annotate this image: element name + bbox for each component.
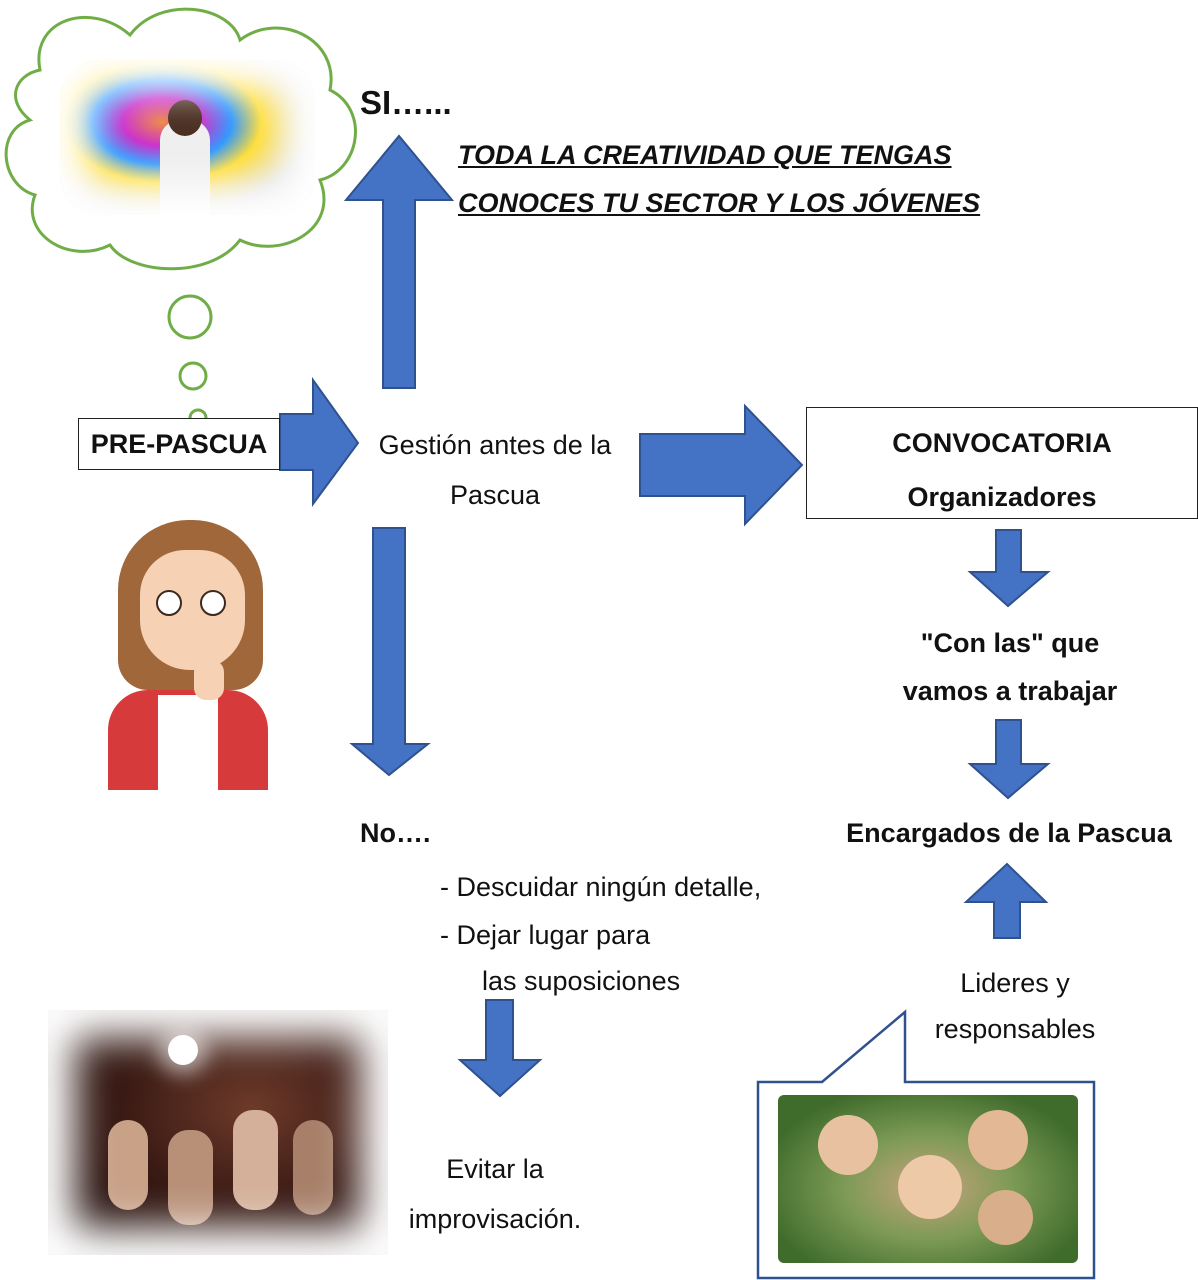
con-las-line2: vamos a trabajar [902, 676, 1118, 706]
arrow-right-convocatoria [639, 403, 804, 527]
conoces-line: CONOCES TU SECTOR Y LOS JÓVENES [458, 188, 981, 218]
encargados-label: Encargados de la Pascua [846, 818, 1172, 848]
arrow-down-encargados [967, 719, 1051, 800]
thought-bubble-large [167, 294, 213, 340]
convocatoria-label: CONVOCATORIA [892, 428, 1112, 458]
arrow-down-no [349, 527, 431, 777]
lideres-line2: responsables [934, 1014, 1096, 1044]
creatividad-line: TODA LA CREATIVIDAD QUE TENGAS [458, 140, 952, 170]
arrow-up-lideres [963, 862, 1049, 939]
youth-group-image [778, 1095, 1078, 1263]
prepascua-label: PRE-PASCUA [90, 429, 268, 459]
no-item-1: - Descuidar ningún detalle, [440, 872, 762, 902]
theater-image [48, 1010, 388, 1255]
evitar-line2: improvisación. [408, 1204, 582, 1234]
evitar-line1: Evitar la [446, 1154, 544, 1184]
prepascua-box: PRE-PASCUA [78, 418, 280, 470]
no-label: No…. [360, 818, 431, 848]
lideres-line1: Lideres y [960, 968, 1070, 998]
painter-image [60, 60, 315, 215]
gestion-text-line2: Pascua [449, 480, 541, 510]
arrow-down-conlas [967, 529, 1051, 608]
gestion-text-line1: Gestión antes de la [378, 430, 612, 460]
thought-bubble-medium [178, 361, 208, 391]
arrow-down-evitar [457, 999, 543, 1098]
convocatoria-box: CONVOCATORIA Organizadores [806, 407, 1198, 519]
thinking-girl-image [108, 510, 278, 790]
arrow-up-si [343, 134, 455, 389]
con-las-line1: "Con las" que [920, 628, 1100, 658]
organizadores-label: Organizadores [907, 482, 1097, 512]
no-item-2: - Dejar lugar para [440, 920, 651, 950]
no-item-2b: las suposiciones [482, 966, 681, 996]
arrow-right-prepascua [279, 376, 360, 508]
si-label: SI…... [360, 84, 452, 121]
